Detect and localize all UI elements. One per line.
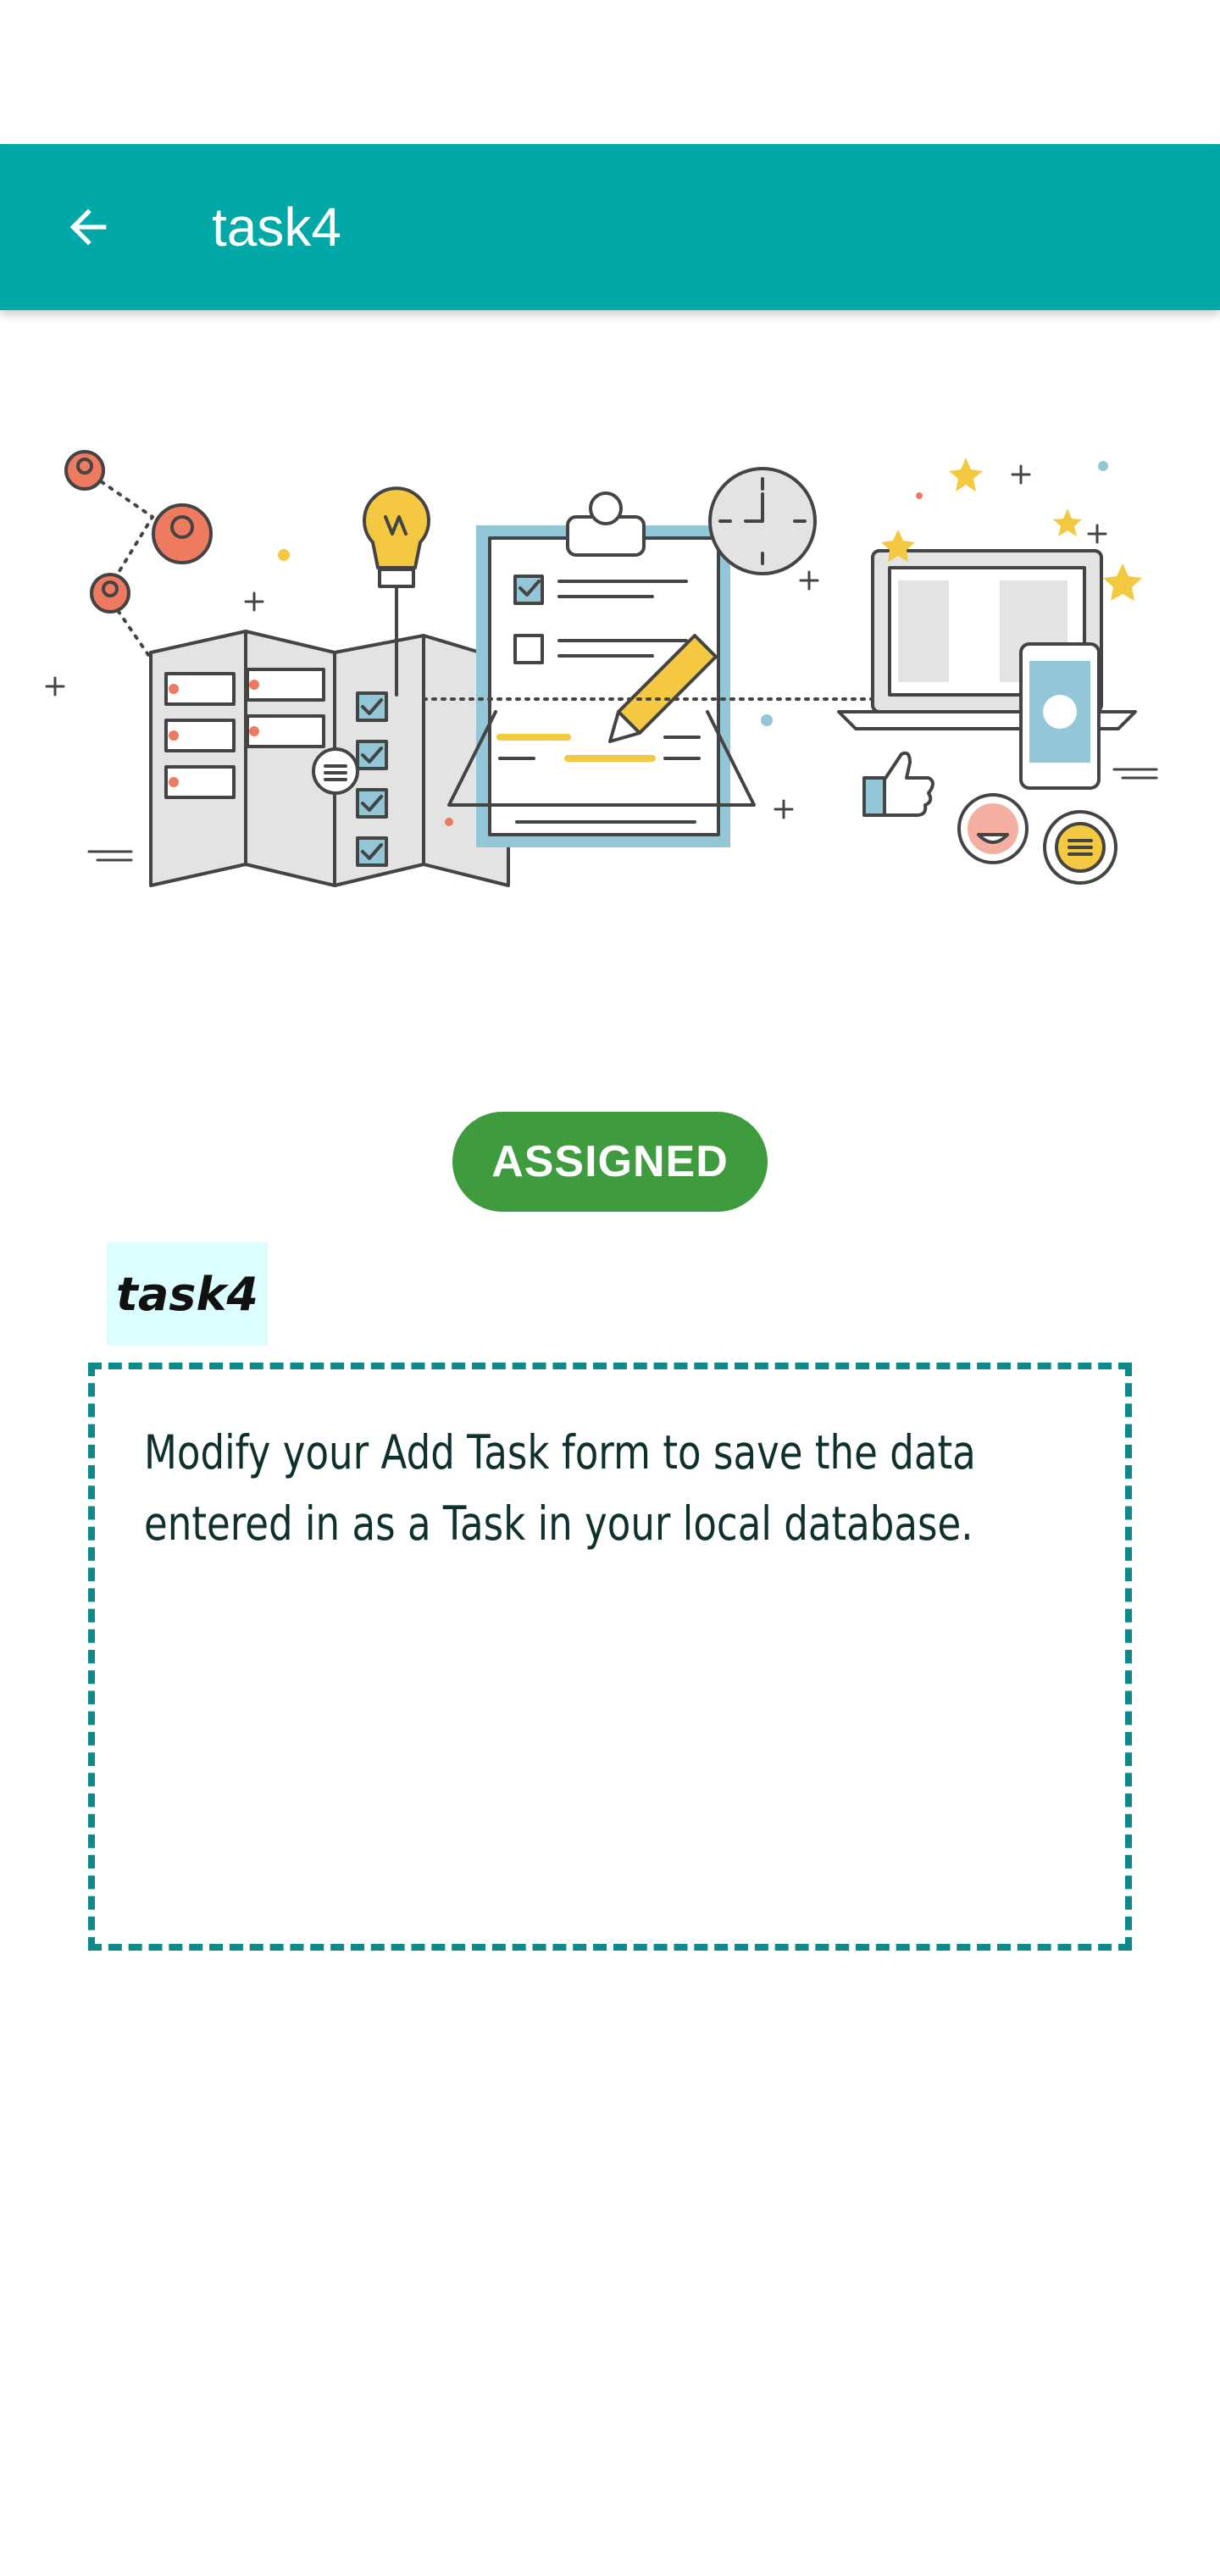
thumbs-up-icon bbox=[862, 751, 934, 817]
phone-icon bbox=[1019, 642, 1101, 790]
checklist-map-icon bbox=[149, 630, 510, 887]
app-bar: task4 bbox=[0, 144, 1220, 310]
page-title: task4 bbox=[212, 197, 341, 258]
lightbulb-icon bbox=[363, 486, 430, 697]
task-illustration bbox=[45, 450, 1158, 887]
status-bar bbox=[0, 0, 1220, 144]
clipboard-icon bbox=[447, 491, 756, 847]
arrow-left-icon bbox=[69, 208, 107, 246]
task-description: Modify your Add Task form to save the da… bbox=[144, 1425, 976, 1551]
status-badge: ASSIGNED bbox=[452, 1112, 768, 1212]
star-icon bbox=[278, 458, 1142, 601]
people-network-icon bbox=[64, 450, 213, 663]
smiley-icon bbox=[957, 793, 1029, 864]
task-description-box: Modify your Add Task form to save the da… bbox=[88, 1363, 1132, 1951]
pencil-icon bbox=[608, 634, 718, 743]
chat-bubble-icon bbox=[1043, 810, 1117, 885]
clock-icon bbox=[708, 467, 817, 575]
back-button[interactable] bbox=[47, 186, 129, 268]
task-title: task4 bbox=[107, 1242, 268, 1346]
